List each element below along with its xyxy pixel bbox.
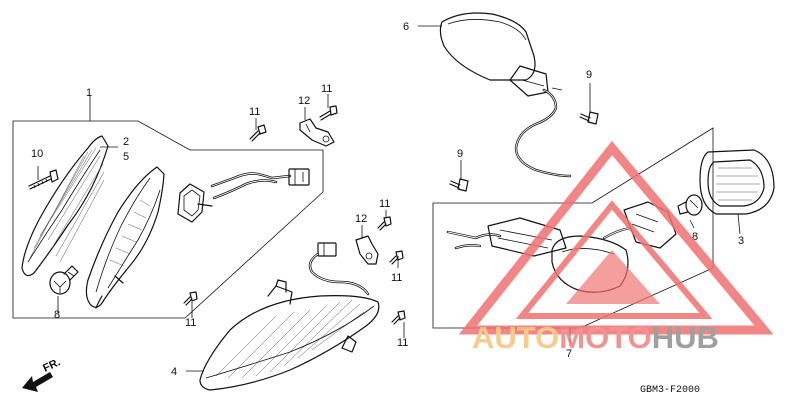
- watermark-moto: MOTO: [559, 320, 651, 355]
- screw-9-b-part: [449, 178, 469, 192]
- label-11-a: 11: [249, 106, 260, 118]
- part-number-labels: 1 2 5 10 8 11 12 11 12 11 11 11 11 4 6 9…: [31, 21, 744, 378]
- watermark-text: AUTOMOTOHUB: [472, 320, 719, 355]
- front-direction-marker: FR.: [22, 356, 62, 392]
- label-7: 7: [566, 348, 572, 360]
- screw-9-a-part: [579, 111, 599, 125]
- label-9-a: 9: [586, 69, 592, 81]
- label-10: 10: [31, 148, 43, 160]
- winker-housing-part: [85, 166, 165, 309]
- center-wiring-harness: [308, 242, 370, 296]
- socket-grommet-part: [177, 183, 213, 223]
- screw-11-a-part: [249, 124, 267, 142]
- label-11-b: 11: [321, 83, 332, 95]
- right-wiring-harness: [446, 217, 567, 257]
- screw-11-e-part: [183, 291, 198, 306]
- label-8-right: 8: [692, 231, 698, 243]
- bulb-8-left-part: [49, 265, 79, 295]
- label-11-f: 11: [397, 337, 408, 349]
- front-winker-4-part: [199, 279, 380, 391]
- front-arrow-icon: [22, 372, 53, 392]
- front-label: FR.: [41, 356, 62, 374]
- rear-lens-3-part: [699, 149, 775, 215]
- screw-11-f-part: [391, 310, 406, 325]
- label-4: 4: [171, 366, 177, 378]
- screw-10-part: [28, 169, 59, 190]
- leader-lines: [37, 25, 741, 372]
- screw-11-b-part: [319, 105, 338, 121]
- watermark-hub: HUB: [652, 320, 719, 355]
- left-wiring-harness: [210, 168, 310, 200]
- rear-winker-6-part: [439, 12, 572, 178]
- label-11-c: 11: [379, 198, 390, 210]
- label-8-left: 8: [54, 309, 60, 321]
- watermark-auto: AUTO: [472, 320, 559, 355]
- label-5: 5: [123, 151, 129, 163]
- bracket-12-top-part: [299, 118, 335, 147]
- bulb-8-right-part: [677, 194, 703, 216]
- label-12-center: 12: [355, 213, 367, 225]
- label-1: 1: [86, 87, 92, 99]
- label-11-e: 11: [185, 317, 196, 329]
- screw-11-d-part: [389, 250, 404, 265]
- label-9-b: 9: [457, 148, 463, 160]
- label-6: 6: [403, 21, 409, 33]
- automotohub-watermark: AUTOMOTOHUB: [458, 140, 774, 355]
- label-2: 2: [123, 136, 129, 148]
- bracket-12-center-part: [355, 235, 379, 265]
- label-3: 3: [738, 235, 744, 247]
- label-12-top: 12: [298, 95, 310, 107]
- drawing-code: GBM3-F2000: [640, 385, 700, 396]
- watermark-triangle-icon: [458, 140, 774, 335]
- screw-11-c-part: [377, 216, 392, 231]
- lens-strip-part: [21, 135, 109, 277]
- label-11-d: 11: [391, 272, 402, 284]
- left-assembly-outline: [12, 120, 324, 319]
